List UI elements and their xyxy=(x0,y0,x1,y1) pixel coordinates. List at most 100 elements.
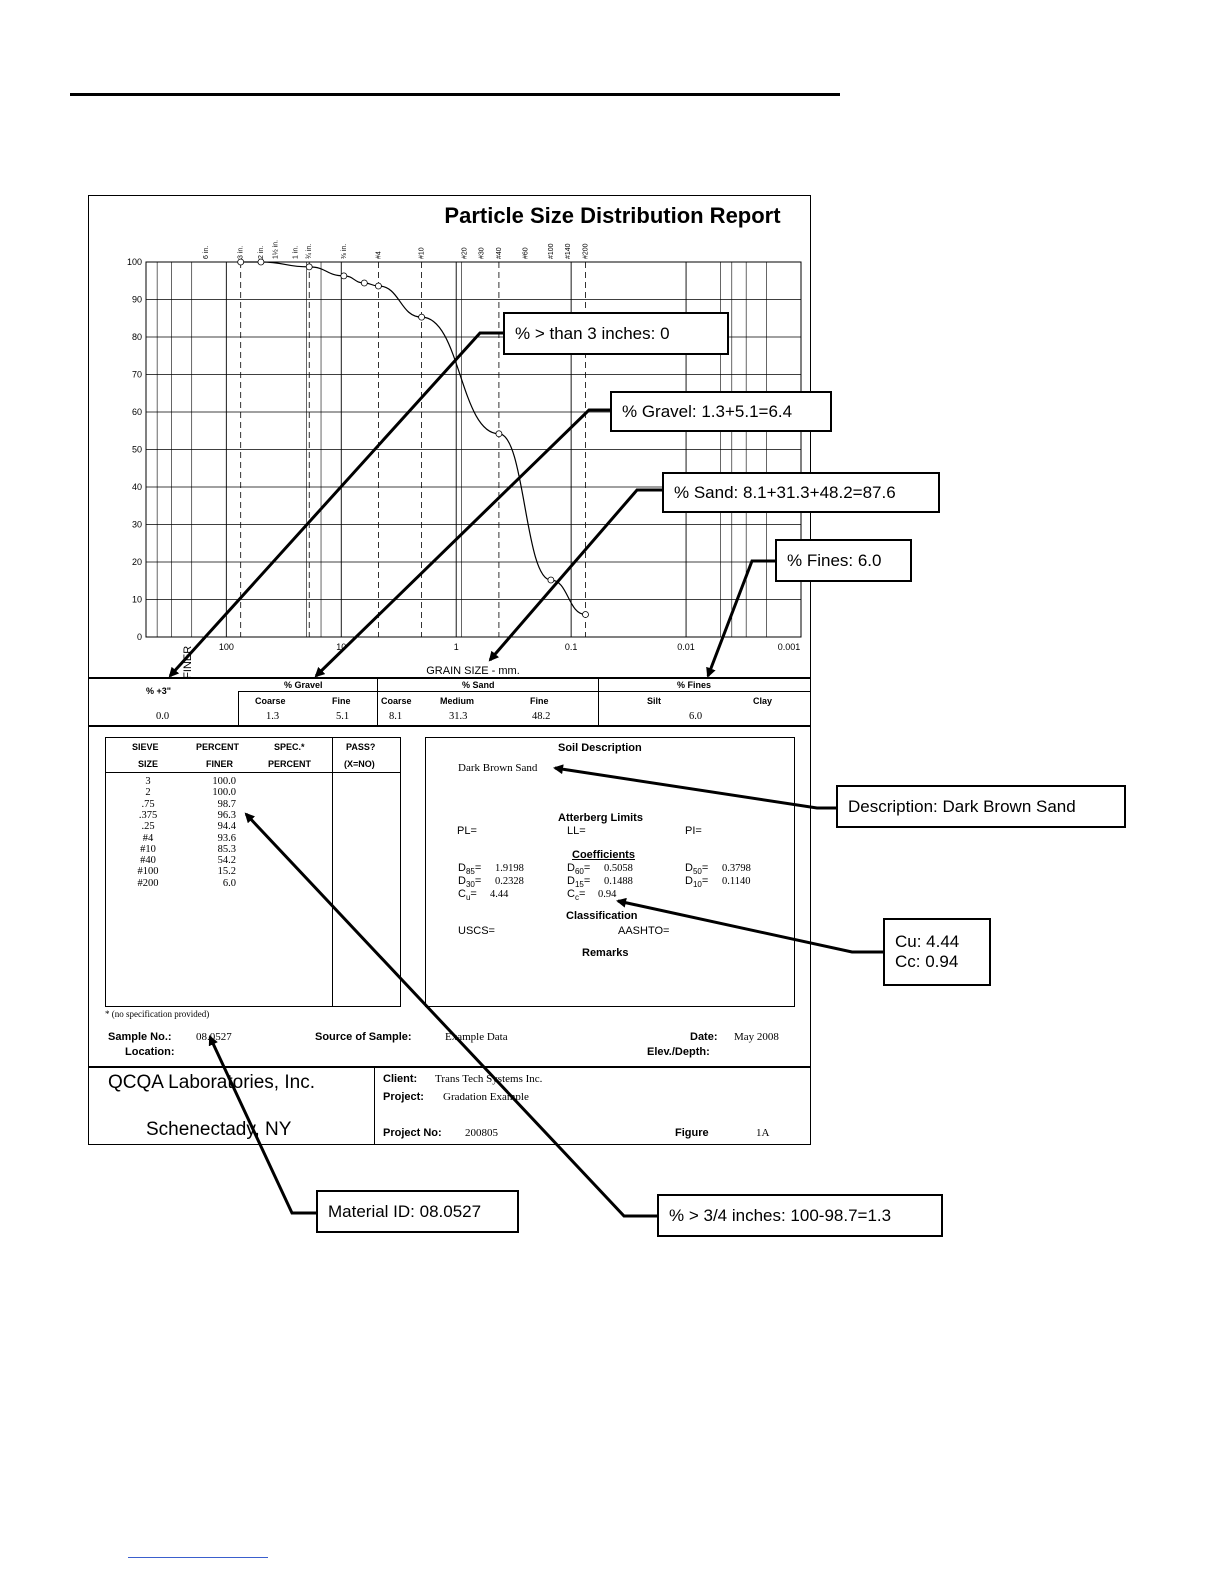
data-point xyxy=(257,258,265,266)
sieve-finer-cell: 93.6 xyxy=(217,832,236,844)
project-no-label: Project No: xyxy=(383,1127,442,1139)
sieve-finer-cell: 98.7 xyxy=(217,798,236,810)
sieve-size-cell: .25 xyxy=(141,821,155,833)
d60-label: D60= xyxy=(567,862,591,877)
gravel-fine-header: Fine xyxy=(332,696,351,706)
pass-key-header: (X=NO) xyxy=(344,759,375,769)
cu-label: Cu= xyxy=(458,888,477,903)
data-point xyxy=(582,611,589,618)
footer-divider xyxy=(374,1066,375,1144)
callout-cu-cc: Cu: 4.44 Cc: 0.94 xyxy=(883,918,991,986)
sieve-size-cell: #40 xyxy=(140,855,156,867)
callout-description: Description: Dark Brown Sand xyxy=(836,785,1126,828)
sieve-finer-cell: 94.4 xyxy=(217,821,236,833)
report-title: Particle Size Distribution Report xyxy=(444,203,781,228)
summary-mid-rule xyxy=(238,691,811,692)
pass-header: PASS? xyxy=(346,742,376,752)
footer-rule xyxy=(88,1066,811,1068)
y-tick-label: 50 xyxy=(132,445,142,455)
sand-fine-value: 48.2 xyxy=(532,711,551,722)
uscs-label: USCS= xyxy=(458,925,495,937)
remarks-heading: Remarks xyxy=(582,947,629,959)
d30-label: D30= xyxy=(458,875,482,890)
y-tick-label: 100 xyxy=(127,257,142,267)
sieve-size-cell: 2 xyxy=(145,787,151,799)
sieve-finer-cell: 96.3 xyxy=(217,809,236,821)
callout-gravel: % Gravel: 1.3+5.1=6.4 xyxy=(610,391,832,432)
sieve-finer-cell: 100.0 xyxy=(212,787,236,799)
arrow-material xyxy=(208,1035,316,1215)
fines-header: % Fines xyxy=(677,680,712,690)
d10-label: D10= xyxy=(685,875,709,890)
callout-cu: Cu: 4.44 xyxy=(895,932,960,951)
grain-size-chart: 6 in.3 in.2 in.1½ in.1 in.¾ in.⅜ in.#4#1… xyxy=(127,240,802,680)
data-point xyxy=(340,272,348,280)
arrow-fines xyxy=(706,559,775,678)
cc-label: Cc= xyxy=(567,888,586,903)
project-no-value: 200805 xyxy=(465,1127,498,1139)
figure-label: Figure xyxy=(675,1127,709,1139)
d10-value: 0.1140 xyxy=(722,876,751,887)
source-label: Source of Sample: xyxy=(315,1031,412,1043)
cu-value: 4.44 xyxy=(490,889,509,900)
coefficients-heading: Coefficients xyxy=(572,849,635,861)
sieve-size-label: #200 xyxy=(582,243,589,259)
sieve-size-label: ⅜ in. xyxy=(341,244,348,259)
y-tick-label: 70 xyxy=(132,370,142,380)
spec-header: SPEC.* xyxy=(274,742,305,752)
soil-description-box xyxy=(425,737,795,1007)
callout-material-id: Material ID: 08.0527 xyxy=(316,1190,519,1233)
spec-percent-header: PERCENT xyxy=(268,759,312,769)
clay-header: Clay xyxy=(753,696,773,706)
gradation-points xyxy=(237,258,589,618)
sieve-header: SIEVE xyxy=(132,742,159,752)
aashto-label: AASHTO= xyxy=(618,925,670,937)
data-point xyxy=(547,576,555,584)
y-tick-label: 30 xyxy=(132,520,142,530)
date-value: May 2008 xyxy=(734,1031,779,1043)
y-tick-label: 60 xyxy=(132,407,142,417)
date-label: Date: xyxy=(690,1031,718,1043)
gradation-curve xyxy=(240,261,586,616)
sieve-size-cell: #10 xyxy=(140,843,156,855)
sieve-size-label: 2 in. xyxy=(258,246,265,259)
y-tick-label: 90 xyxy=(132,295,142,305)
data-point xyxy=(360,279,368,287)
source-value: Example Data xyxy=(445,1031,508,1043)
sieve-table: SIEVE SIZE PERCENT FINER SPEC.* PERCENT … xyxy=(105,737,401,1007)
sieve-size-label: #10 xyxy=(419,247,426,259)
d85-value: 1.9198 xyxy=(495,863,524,874)
x-tick-label: 100 xyxy=(219,642,234,652)
d60-value: 0.5058 xyxy=(604,863,633,874)
data-point xyxy=(305,263,313,271)
callout-sand: % Sand: 8.1+31.3+48.2=87.6 xyxy=(662,472,940,513)
sieve-size-cell: 3 xyxy=(145,776,151,787)
y-tick-label: 40 xyxy=(132,482,142,492)
bottom-link-rule xyxy=(128,1557,268,1558)
soil-description-heading: Soil Description xyxy=(558,742,642,754)
d30-value: 0.2328 xyxy=(495,876,524,887)
ll-label: LL= xyxy=(567,825,586,837)
soil-description-text: Dark Brown Sand xyxy=(458,762,538,774)
summary-divider xyxy=(377,677,378,725)
sieve-size-cell: .375 xyxy=(138,809,158,821)
atterberg-heading: Atterberg Limits xyxy=(558,812,643,824)
sieve-size-label: 1½ in. xyxy=(271,240,279,259)
percent-header: PERCENT xyxy=(196,742,240,752)
sand-header: % Sand xyxy=(462,680,495,690)
sieve-finer-cell: 54.2 xyxy=(217,855,236,867)
arrow-description xyxy=(553,764,836,810)
x-tick-label: 1 xyxy=(454,642,459,652)
arrow-sand xyxy=(488,488,662,662)
lab-name: QCQA Laboratories, Inc. xyxy=(108,1072,315,1093)
d50-value: 0.3798 xyxy=(722,863,751,874)
sieve-size-label: #30 xyxy=(479,247,486,259)
sand-medium-value: 31.3 xyxy=(449,711,468,722)
summary-divider xyxy=(598,677,599,725)
d85-label: D85= xyxy=(458,862,482,877)
sieve-size-label: 3 in. xyxy=(238,246,245,259)
callout-plus3: % > than 3 inches: 0 xyxy=(503,312,729,355)
